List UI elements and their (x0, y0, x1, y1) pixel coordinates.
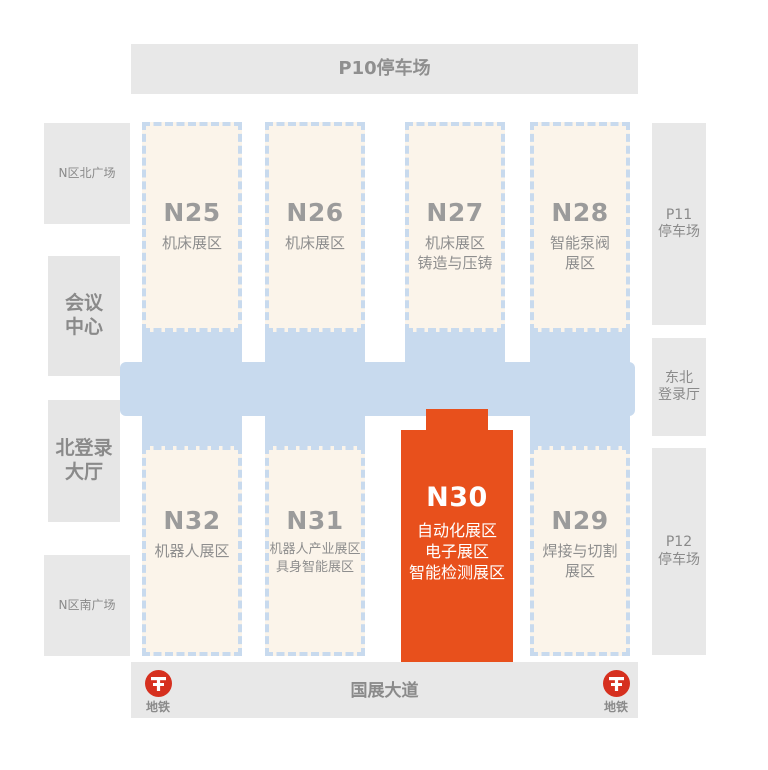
corridor-connector (265, 330, 365, 364)
corridor-connector (142, 330, 242, 364)
hall-desc: 机器人展区 (154, 542, 230, 560)
south-plaza: N区南广场 (44, 555, 130, 656)
corridor-connector (142, 414, 242, 448)
hall-n27[interactable]: N27 机床展区 铸造与压铸 (405, 122, 505, 332)
hall-n31[interactable]: N31 机器人产业展区 具身智能展区 (265, 446, 365, 656)
metro-label: 地铁 (603, 700, 628, 714)
hall-desc: 焊接与切割 展区 (542, 542, 618, 581)
parking-p11: P11 停车场 (652, 123, 706, 325)
hall-desc: 智能泵阀 展区 (549, 234, 610, 273)
metro-label: 地铁 (145, 700, 170, 714)
parking-p12: P12 停车场 (652, 448, 706, 655)
north-lobby: 北登录 大厅 (48, 400, 120, 522)
hall-desc: 机床展区 铸造与压铸 (417, 234, 493, 273)
hall-n26[interactable]: N26 机床展区 (265, 122, 365, 332)
hall-n30[interactable]: N30 自动化展区 电子展区 智能检测展区 (401, 430, 513, 662)
hall-code: N26 (286, 198, 344, 227)
hall-n28[interactable]: N28 智能泵阀 展区 (530, 122, 630, 332)
metro-logo-icon (602, 670, 630, 697)
guozhan-avenue (131, 662, 638, 718)
north-plaza: N区北广场 (44, 123, 130, 224)
road-label: 国展大道 (350, 681, 419, 701)
hall-code: N30 (426, 482, 488, 513)
hall-desc: 自动化展区 电子展区 智能检测展区 (408, 521, 505, 582)
hall-n25[interactable]: N25 机床展区 (142, 122, 242, 332)
metro-station-left[interactable]: 地铁 (138, 670, 178, 715)
hall-code: N27 (426, 198, 484, 227)
hall-n29[interactable]: N29 焊接与切割 展区 (530, 446, 630, 656)
corridor-connector (265, 414, 365, 448)
hall-code: N25 (163, 198, 221, 227)
corridor-connector (530, 330, 630, 364)
hall-code: N32 (163, 506, 221, 535)
northeast-lobby: 东北 登录厅 (652, 338, 706, 436)
corridor-connector (530, 414, 630, 448)
metro-station-right[interactable]: 地铁 (596, 670, 636, 715)
hall-code: N31 (286, 506, 344, 535)
main-corridor (120, 362, 635, 416)
hall-desc: 机床展区 (161, 234, 222, 252)
hall-n30-entrance (426, 409, 488, 433)
parking-p10: P10停车场 (131, 44, 638, 94)
hall-code: N28 (551, 198, 609, 227)
conference-center: 会议 中心 (48, 256, 120, 376)
hall-desc: 机器人产业展区 具身智能展区 (269, 542, 361, 575)
hall-desc: 机床展区 (284, 234, 345, 252)
hall-code: N29 (551, 506, 609, 535)
metro-logo-icon (144, 670, 172, 697)
corridor-connector (405, 330, 505, 364)
hall-n32[interactable]: N32 机器人展区 (142, 446, 242, 656)
